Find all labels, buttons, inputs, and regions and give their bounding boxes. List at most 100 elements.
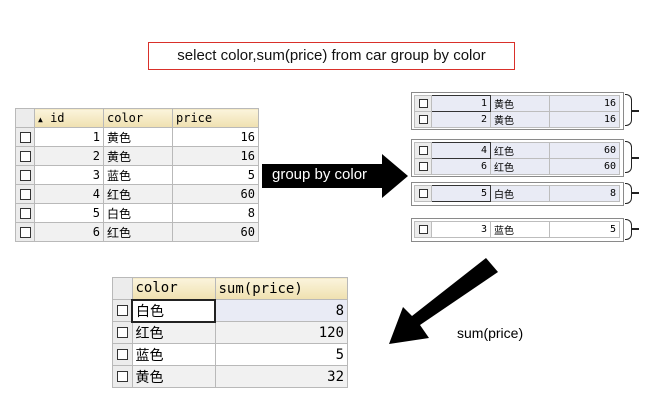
group-brace-4 bbox=[625, 219, 632, 240]
group-table-3: 5 白色 8 bbox=[414, 185, 620, 202]
cell-id[interactable]: 6 bbox=[431, 158, 491, 175]
cell-color[interactable]: 黄色 bbox=[103, 146, 173, 166]
table-row: 白色 8 bbox=[112, 298, 348, 323]
column-header-color[interactable]: color bbox=[103, 108, 173, 128]
column-header-price[interactable]: price bbox=[172, 108, 259, 128]
cell-color[interactable]: 白色 bbox=[103, 203, 173, 223]
group-row: 5 白色 8 bbox=[414, 185, 620, 202]
cell-id[interactable]: 1 bbox=[34, 127, 104, 147]
cell-price[interactable]: 16 bbox=[549, 95, 620, 112]
row-checkbox[interactable] bbox=[414, 221, 432, 238]
cell-color[interactable]: 红色 bbox=[490, 158, 550, 175]
cell-id[interactable]: 5 bbox=[431, 185, 491, 202]
group-table-1: 1 黄色 16 2 黄色 16 bbox=[414, 95, 620, 128]
group-table-2: 4 红色 60 6 红色 60 bbox=[414, 142, 620, 175]
result-table: color sum(price) 白色 8 红色 120 蓝色 5 黄色 32 bbox=[112, 277, 348, 388]
cell-color[interactable]: 红色 bbox=[103, 184, 173, 204]
row-checkbox[interactable] bbox=[15, 127, 35, 147]
group-row: 3 蓝色 5 bbox=[414, 221, 620, 238]
checkbox-icon bbox=[418, 161, 428, 171]
cell-id[interactable]: 1 bbox=[431, 95, 491, 112]
row-checkbox[interactable] bbox=[414, 111, 432, 128]
cell-price[interactable]: 60 bbox=[172, 222, 259, 242]
group-by-arrow-shape bbox=[262, 154, 408, 198]
row-checkbox[interactable] bbox=[15, 222, 35, 242]
cell-color[interactable]: 黄色 bbox=[490, 111, 550, 128]
result-table-header-row: color sum(price) bbox=[112, 277, 348, 300]
cell-price[interactable]: 60 bbox=[549, 142, 620, 159]
column-header-sum[interactable]: sum(price) bbox=[214, 277, 348, 300]
row-checkbox[interactable] bbox=[112, 321, 133, 344]
cell-sum[interactable]: 5 bbox=[214, 343, 348, 366]
cell-price[interactable]: 60 bbox=[549, 158, 620, 175]
checkbox-icon bbox=[19, 227, 31, 238]
cell-sum[interactable]: 32 bbox=[214, 365, 348, 388]
cell-color[interactable]: 蓝色 bbox=[103, 165, 173, 185]
checkbox-icon bbox=[19, 132, 31, 143]
row-checkbox[interactable] bbox=[15, 146, 35, 166]
checkbox-icon bbox=[19, 151, 31, 162]
cell-price[interactable]: 8 bbox=[172, 203, 259, 223]
checkbox-icon bbox=[418, 224, 428, 234]
table-row: 黄色 32 bbox=[112, 365, 348, 388]
cell-color[interactable]: 红色 bbox=[490, 142, 550, 159]
checkbox-icon bbox=[116, 327, 128, 338]
cell-sum[interactable]: 120 bbox=[214, 321, 348, 344]
table-row: 5 白色 8 bbox=[15, 203, 259, 223]
row-checkbox[interactable] bbox=[112, 299, 133, 322]
cell-color[interactable]: 红色 bbox=[103, 222, 173, 242]
row-selector-header bbox=[15, 108, 35, 128]
table-row: 红色 120 bbox=[112, 321, 348, 344]
cell-price[interactable]: 16 bbox=[172, 127, 259, 147]
cell-id[interactable]: 2 bbox=[34, 146, 104, 166]
checkbox-icon bbox=[19, 189, 31, 200]
row-checkbox[interactable] bbox=[112, 365, 133, 388]
cell-id[interactable]: 3 bbox=[34, 165, 104, 185]
checkbox-icon bbox=[418, 188, 428, 198]
cell-id[interactable]: 4 bbox=[34, 184, 104, 204]
column-header-color[interactable]: color bbox=[131, 277, 216, 300]
row-checkbox[interactable] bbox=[15, 203, 35, 223]
table-row: 2 黄色 16 bbox=[15, 146, 259, 166]
group-brace-2 bbox=[625, 141, 632, 173]
group-row: 6 红色 60 bbox=[414, 158, 620, 175]
sum-arrow bbox=[389, 258, 498, 344]
row-checkbox[interactable] bbox=[15, 184, 35, 204]
checkbox-icon bbox=[418, 114, 428, 124]
cell-id[interactable]: 4 bbox=[431, 142, 491, 159]
cell-price[interactable]: 60 bbox=[172, 184, 259, 204]
cell-price[interactable]: 16 bbox=[172, 146, 259, 166]
group-row: 4 红色 60 bbox=[414, 142, 620, 159]
table-row: 6 红色 60 bbox=[15, 222, 259, 242]
table-row: 蓝色 5 bbox=[112, 343, 348, 366]
row-checkbox[interactable] bbox=[414, 158, 432, 175]
row-checkbox[interactable] bbox=[414, 185, 432, 202]
cell-color[interactable]: 蓝色 bbox=[490, 221, 550, 238]
group-brace-tick-1 bbox=[632, 110, 639, 112]
cell-price[interactable]: 16 bbox=[549, 111, 620, 128]
cell-price[interactable]: 8 bbox=[549, 185, 620, 202]
cell-color[interactable]: 白色 bbox=[131, 298, 216, 323]
cell-price[interactable]: 5 bbox=[549, 221, 620, 238]
column-header-id[interactable]: ▲ id bbox=[34, 108, 104, 128]
cell-price[interactable]: 5 bbox=[172, 165, 259, 185]
cell-color[interactable]: 黄色 bbox=[103, 127, 173, 147]
cell-color[interactable]: 白色 bbox=[490, 185, 550, 202]
source-table: ▲ id color price 1 黄色 16 2 黄色 16 3 蓝色 5 … bbox=[15, 108, 259, 242]
cell-color[interactable]: 黄色 bbox=[131, 365, 216, 388]
sum-arrow-shape bbox=[389, 258, 498, 344]
sql-query-box: select color,sum(price) from car group b… bbox=[148, 42, 515, 70]
cell-color[interactable]: 红色 bbox=[131, 321, 216, 344]
row-checkbox[interactable] bbox=[414, 95, 432, 112]
cell-color[interactable]: 蓝色 bbox=[131, 343, 216, 366]
source-table-header-row: ▲ id color price bbox=[15, 108, 259, 128]
row-checkbox[interactable] bbox=[112, 343, 133, 366]
cell-id[interactable]: 5 bbox=[34, 203, 104, 223]
row-checkbox[interactable] bbox=[15, 165, 35, 185]
cell-sum[interactable]: 8 bbox=[214, 299, 348, 322]
cell-id[interactable]: 2 bbox=[431, 111, 491, 128]
cell-id[interactable]: 6 bbox=[34, 222, 104, 242]
cell-color[interactable]: 黄色 bbox=[490, 95, 550, 112]
cell-id[interactable]: 3 bbox=[431, 221, 491, 238]
row-checkbox[interactable] bbox=[414, 142, 432, 159]
